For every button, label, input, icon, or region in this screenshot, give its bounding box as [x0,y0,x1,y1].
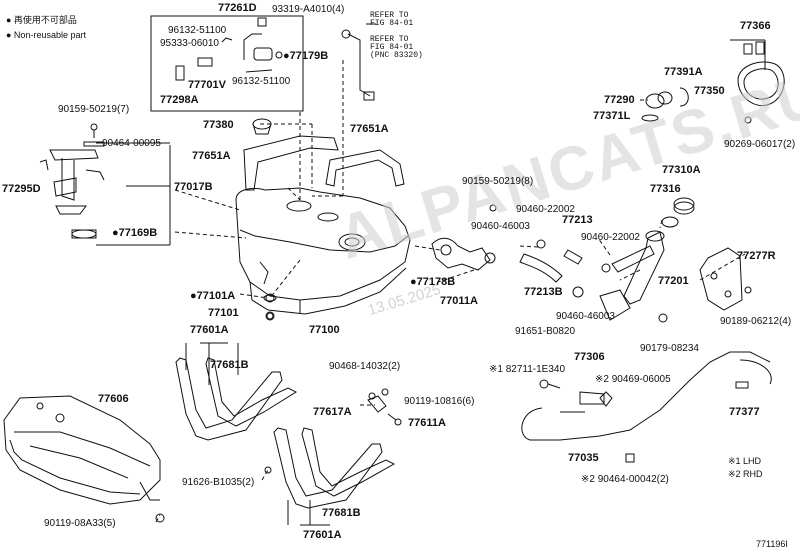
label-77611A: 77611A [408,417,446,429]
label-90469: ※2 90469-06005 [595,374,671,385]
hose-drawings [431,204,611,298]
label-77391A: 77391A [664,66,703,78]
label-90159-a: 90159-50219(7) [58,104,130,115]
label-90159-b: 90159-50219(8) [462,176,534,187]
opener-cable-drawing [521,351,772,463]
label-77380: 77380 [203,119,234,131]
label-77017B: 77017B [174,181,213,193]
label-77100: 77100 [309,324,340,336]
legend-line-en: ● Non-reusable part [6,30,86,40]
label-77290: 77290 [604,94,635,106]
label-77169B: ●77169B [112,227,158,239]
drain-plug-drawing [263,294,277,321]
label-77178B: ●77178B [410,276,456,288]
label-90269: 90269-06017(2) [724,139,796,150]
tank-band-drawings [243,135,405,191]
label-91651: 91651-B0820 [515,326,576,337]
tank-strap-drawings [175,357,396,509]
label-96132-b: 96132-51100 [232,76,291,87]
label-77681B-1: 77681B [210,359,249,371]
refer-note-1: REFER TO FIG 84-01 [370,11,414,28]
label-90460-a: 90460-22002 [516,204,575,215]
label-77101A: ●77101A [190,290,236,302]
label-77277R: 77277R [737,250,776,262]
label-90119-a: 90119-10816(6) [404,396,475,407]
label-90460-d: 90460-46003 [556,311,615,322]
label-90460-b: 90460-46003 [471,221,530,232]
label-77316: 77316 [650,183,681,195]
label-90189: 90189-06212(4) [720,316,792,327]
label-77617A: 77617A [313,406,352,418]
label-77306: 77306 [574,351,605,363]
label-95333: 95333-06010 [160,38,219,49]
bracket-small-drawings [264,388,402,474]
label-77377: 77377 [729,406,760,418]
diagram-code: 771196I [756,539,788,549]
note-rhd: ※2 RHD [728,469,763,479]
label-96132-a: 96132-51100 [168,25,227,36]
tank-protector-drawing [3,395,165,523]
label-90119-b: 90119-08A33(5) [44,518,116,529]
inset-part-drawings [175,17,376,101]
label-77011A: 77011A [440,295,478,307]
label-90464-a: 90464-00095 [102,138,161,149]
label-77213: 77213 [562,214,593,226]
fuel-filler-parts [599,41,785,323]
label-93319: 93319-A4010(4) [272,4,345,15]
note-lhd: ※1 LHD [728,456,762,466]
label-77366: 77366 [740,20,771,32]
label-77371L: 77371L [593,110,631,122]
label-77601A-2: 77601A [303,529,342,541]
label-90464-b: ※2 90464-00042(2) [581,474,669,485]
fuel-sender-drawing [39,123,105,239]
label-77201: 77201 [658,275,689,287]
pump-cap-drawing [252,118,272,135]
label-77651A-2: 77651A [192,150,231,162]
legend-line-jp: ● 再使用不可部品 [6,15,77,25]
label-77295D: 77295D [2,183,41,195]
label-77606: 77606 [98,393,129,405]
refer-note-2: REFER TO FIG 84-01 (PNC 83320) [370,35,423,60]
label-77101: 77101 [208,307,239,319]
label-77681B-2: 77681B [322,507,361,519]
label-77350: 77350 [694,85,725,97]
label-90179: 90179-08234 [640,343,699,354]
label-77261D: 77261D [218,2,257,14]
label-90468: 90468-14032(2) [329,361,401,372]
label-77298A: 77298A [160,94,199,106]
label-77310A: 77310A [662,164,701,176]
label-90460-c: 90460-22002 [581,232,640,243]
label-77179B: ●77179B [283,50,329,62]
sender-gauge-inset-box [150,15,304,112]
label-91626: 91626-B1035(2) [182,477,255,488]
label-77035: 77035 [568,452,599,464]
label-77601A-1: 77601A [190,324,229,336]
label-77701V: 77701V [188,79,226,91]
label-82711: ※1 82711-1E340 [489,364,566,375]
label-77651A-1: 77651A [350,123,389,135]
label-77213B: 77213B [524,286,563,298]
